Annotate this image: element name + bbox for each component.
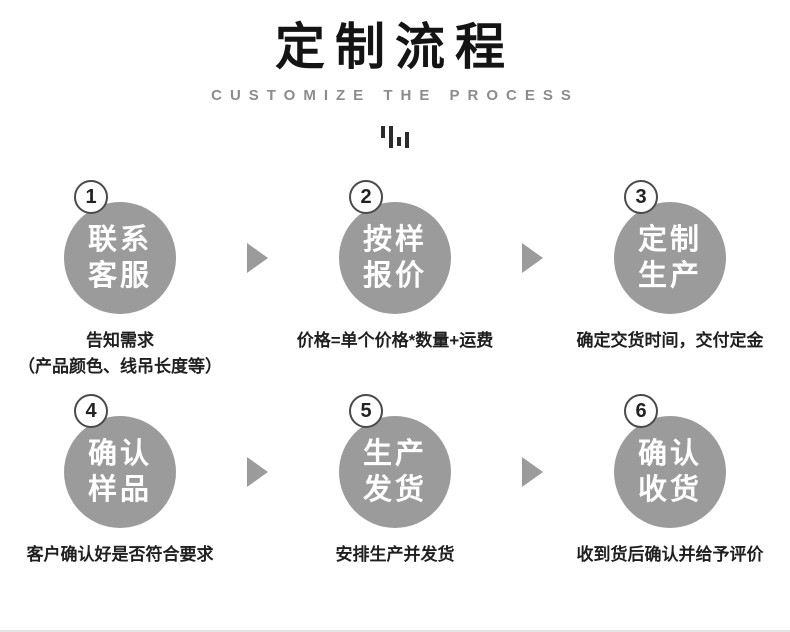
step-3-circle: 定制 生产 xyxy=(614,202,726,314)
step-3: 3 定制 生产 确定交货时间，交付定金 xyxy=(550,180,790,354)
arrow-right-icon xyxy=(247,457,268,487)
step-5: 5 生产 发货 安排生产并发货 xyxy=(275,394,515,568)
step-1-circle: 联系 客服 xyxy=(64,202,176,314)
process-row-1: 1 联系 客服 告知需求 （产品颜色、线吊长度等） 2 按样 报价 价格=单个价… xyxy=(0,180,790,380)
bar-icon xyxy=(405,132,409,148)
bottom-divider xyxy=(0,630,790,632)
step-3-desc-line-1: 确定交货时间，交付定金 xyxy=(576,331,764,350)
arrow-right-icon xyxy=(522,457,543,487)
step-2-circle: 按样 报价 xyxy=(339,202,451,314)
step-6-label-line-2: 收货 xyxy=(637,474,702,506)
step-2-desc-line-1: 价格=单个价格*数量+运费 xyxy=(296,331,494,350)
step-4-description: 客户确认好是否符合要求 xyxy=(27,542,214,568)
step-6: 6 确认 收货 收到货后确认并给予评价 xyxy=(550,394,790,568)
step-5-circle: 生产 发货 xyxy=(339,416,451,528)
page-title: 定制流程 xyxy=(275,19,515,75)
equalizer-bars-icon xyxy=(0,122,790,148)
step-2-label-line-2: 报价 xyxy=(362,260,427,292)
step-1-label-line-1: 联系 xyxy=(87,223,152,256)
page-subtitle: CUSTOMIZE THE PROCESS xyxy=(211,87,579,104)
step-5-description: 安排生产并发货 xyxy=(336,542,455,568)
step-1-description: 告知需求 （产品颜色、线吊长度等） xyxy=(18,328,222,380)
step-2-number-badge: 2 xyxy=(349,180,383,214)
step-5-number-badge: 5 xyxy=(349,394,383,428)
step-6-desc-line-1: 收到货后确认并给予评价 xyxy=(576,545,764,564)
arrow-right-icon xyxy=(522,243,543,273)
step-2-label-line-1: 按样 xyxy=(362,223,427,256)
step-3-label-line-1: 定制 xyxy=(637,223,702,256)
step-4: 4 确认 样品 客户确认好是否符合要求 xyxy=(0,394,240,568)
bar-icon xyxy=(397,137,401,146)
arrow-right-icon xyxy=(247,243,268,273)
step-6-description: 收到货后确认并给予评价 xyxy=(577,542,764,568)
step-1-number-badge: 1 xyxy=(74,180,108,214)
step-1-label-line-2: 客服 xyxy=(87,260,152,292)
step-6-label-line-1: 确认 xyxy=(637,437,702,470)
step-6-number-badge: 6 xyxy=(624,394,658,428)
step-5-desc-line-1: 安排生产并发货 xyxy=(335,545,455,564)
step-5-label-line-1: 生产 xyxy=(362,437,427,470)
step-4-desc-line-1: 客户确认好是否符合要求 xyxy=(26,545,214,564)
page-header: 定制流程 CUSTOMIZE THE PROCESS xyxy=(0,0,790,148)
step-3-description: 确定交货时间，交付定金 xyxy=(577,328,764,354)
step-6-circle: 确认 收货 xyxy=(614,416,726,528)
process-row-2: 4 确认 样品 客户确认好是否符合要求 5 生产 发货 安排生产并发货 6 xyxy=(0,394,790,568)
step-3-label-line-2: 生产 xyxy=(637,260,702,292)
bar-icon xyxy=(389,126,393,148)
step-1-desc-line-1: 告知需求 xyxy=(86,331,154,350)
step-5-label-line-2: 发货 xyxy=(362,474,427,506)
step-1-desc-line-2: （产品颜色、线吊长度等） xyxy=(18,357,222,376)
step-2-description: 价格=单个价格*数量+运费 xyxy=(297,328,493,354)
step-4-circle: 确认 样品 xyxy=(64,416,176,528)
bar-icon xyxy=(381,126,385,138)
step-4-label-line-2: 样品 xyxy=(87,474,152,506)
step-4-number-badge: 4 xyxy=(74,394,108,428)
step-1: 1 联系 客服 告知需求 （产品颜色、线吊长度等） xyxy=(0,180,240,380)
step-4-label-line-1: 确认 xyxy=(87,437,152,470)
step-3-number-badge: 3 xyxy=(624,180,658,214)
step-2: 2 按样 报价 价格=单个价格*数量+运费 xyxy=(275,180,515,354)
